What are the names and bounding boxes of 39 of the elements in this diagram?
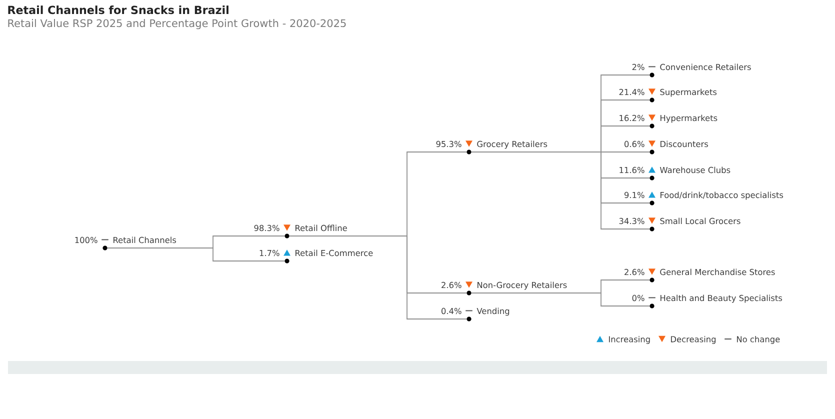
category-label: Vending bbox=[476, 308, 510, 316]
category-label: Small Local Grocers bbox=[660, 218, 740, 224]
value-label: 2% bbox=[632, 64, 644, 70]
category-label: Grocery Retailers bbox=[477, 140, 548, 149]
connector-line bbox=[471, 152, 650, 230]
connector-line bbox=[289, 236, 467, 320]
legend-label: Increasing bbox=[609, 336, 650, 344]
category-label: Hypermarkets bbox=[660, 114, 718, 123]
value-label: 100% bbox=[75, 236, 98, 244]
value-label: 1.7% bbox=[260, 250, 280, 256]
value-label: 0.6% bbox=[624, 140, 644, 148]
value-label: 9.1% bbox=[624, 192, 644, 198]
value-label: 2.6% bbox=[624, 268, 644, 276]
category-label: General Merchandise Stores bbox=[660, 268, 775, 276]
value-label: 0% bbox=[632, 294, 644, 302]
category-label: Retail Channels bbox=[114, 236, 176, 244]
connector-line bbox=[107, 248, 285, 262]
category-label: Health and Beauty Specialists bbox=[660, 294, 782, 303]
category-label: Discounters bbox=[660, 140, 708, 148]
category-label: Warehouse Clubs bbox=[660, 166, 730, 174]
category-label: Food/drink/tobacco specialists bbox=[660, 192, 784, 200]
title: Retail Channels for Snacks in Brazil bbox=[8, 6, 228, 14]
subtitle: Retail Value RSP 2025 and Percentage Point Growth - 2020-2025 bbox=[8, 19, 346, 30]
legend-label: No change bbox=[737, 336, 780, 344]
category-label: Retail E-Commerce bbox=[296, 250, 373, 256]
category-label: Retail Offline bbox=[296, 224, 347, 232]
category-label: Supermarkets bbox=[660, 88, 717, 97]
value-label: 21.4% bbox=[619, 88, 644, 96]
value-label: 11.6% bbox=[620, 166, 644, 174]
category-label: Non-Grocery Retailers bbox=[478, 282, 567, 290]
value-label: 2.6% bbox=[442, 282, 462, 288]
value-label: 0.4% bbox=[442, 308, 462, 314]
category-label: Convenience Retailers bbox=[660, 64, 751, 70]
value-label: 98.3% bbox=[254, 224, 280, 232]
connector-line bbox=[471, 292, 650, 306]
value-label: 95.3% bbox=[436, 140, 462, 148]
value-label: 34.3% bbox=[619, 218, 644, 224]
value-label: 16.2% bbox=[620, 114, 644, 122]
legend-label: Decreasing bbox=[671, 336, 716, 344]
